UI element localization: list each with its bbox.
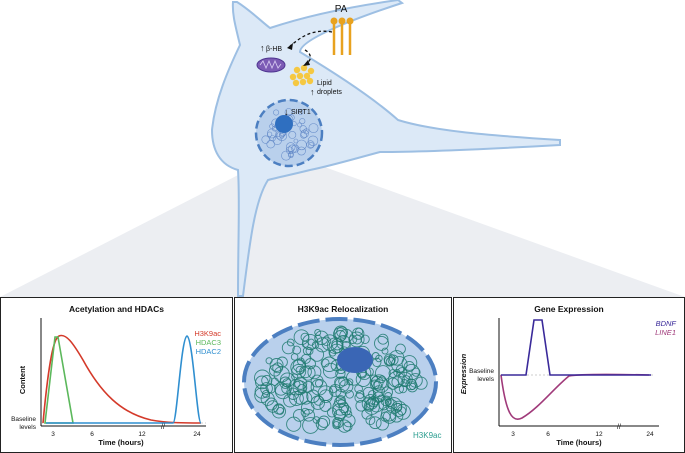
x-axis-label: Time (hours) (556, 438, 602, 447)
acetylation-chart: H3K9ac HDAC3 HDAC2 Content Baseline leve… (11, 318, 221, 447)
lipid-label-1: Lipid (317, 80, 332, 87)
tick-3: 3 (511, 431, 515, 438)
baseline-label-1: Baseline (11, 416, 36, 423)
axis-break: // (161, 424, 165, 431)
tick-24: 24 (193, 431, 201, 438)
sirt1-down-arrow: ↓ (284, 107, 289, 117)
cell-illustration: PA ↑ β-HB ↑ Lipid droplets ↓ SIRT1 (0, 0, 685, 297)
y-axis-label: Content (18, 365, 27, 394)
h3k9ac-label: H3K9ac (413, 431, 441, 440)
baseline-label-1: Baseline (469, 368, 494, 375)
x-axis-label: Time (hours) (98, 438, 144, 447)
panel-relocalization: H3K9ac Relocalization H3K9ac (234, 297, 452, 453)
pa-molecules (330, 17, 354, 55)
panel-title: H3K9ac Relocalization (297, 304, 389, 314)
chromatin-tangle (254, 325, 428, 434)
legend-bdnf: BDNF (656, 319, 677, 328)
tick-6: 6 (546, 431, 550, 438)
baseline-label-2: levels (477, 376, 494, 383)
to-lipid-arrow (304, 49, 312, 65)
axis-break: // (617, 424, 621, 431)
mitochondrion-cristae (259, 59, 282, 70)
tick-12: 12 (138, 431, 146, 438)
zoom-cone (0, 152, 685, 297)
panel-expression: Gene Expression BDNF LINE1 Expression Ba… (453, 297, 685, 453)
lipid-droplets (289, 64, 315, 87)
y-axis-label: Expression (459, 353, 468, 394)
legend-hdac2: HDAC2 (196, 347, 221, 356)
nucleolus (337, 347, 373, 373)
tick-12: 12 (595, 431, 603, 438)
legend-h3k9ac: H3K9ac (194, 329, 221, 338)
line1-line (500, 373, 650, 420)
lipid-up-arrow: ↑ (310, 87, 315, 97)
legend-line1: LINE1 (655, 328, 676, 337)
legend-hdac3: HDAC3 (196, 338, 221, 347)
hdac2-line (46, 335, 202, 424)
bhb-up-arrow: ↑ (260, 43, 265, 53)
bhb-label: β-HB (266, 46, 282, 53)
expression-chart: BDNF LINE1 Expression Baseline levels 3 … (459, 318, 677, 447)
relocalization-illustration: H3K9ac (242, 317, 441, 447)
tick-3: 3 (51, 431, 55, 438)
bdnf-line (501, 319, 651, 376)
tick-6: 6 (90, 431, 94, 438)
panel-title: Gene Expression (534, 304, 604, 314)
pa-label: PA (335, 4, 348, 15)
hdac3-line (44, 336, 74, 424)
baseline-label-2: levels (19, 424, 36, 431)
h3k9ac-line (42, 334, 202, 424)
tick-24: 24 (646, 431, 654, 438)
panel-acetylation: Acetylation and HDACs H3K9ac HDAC3 HDAC2… (0, 297, 233, 453)
nucleolus (275, 115, 293, 133)
panel-title: Acetylation and HDACs (69, 304, 164, 314)
sirt1-label: SIRT1 (291, 109, 311, 116)
lipid-label-2: droplets (317, 89, 342, 96)
